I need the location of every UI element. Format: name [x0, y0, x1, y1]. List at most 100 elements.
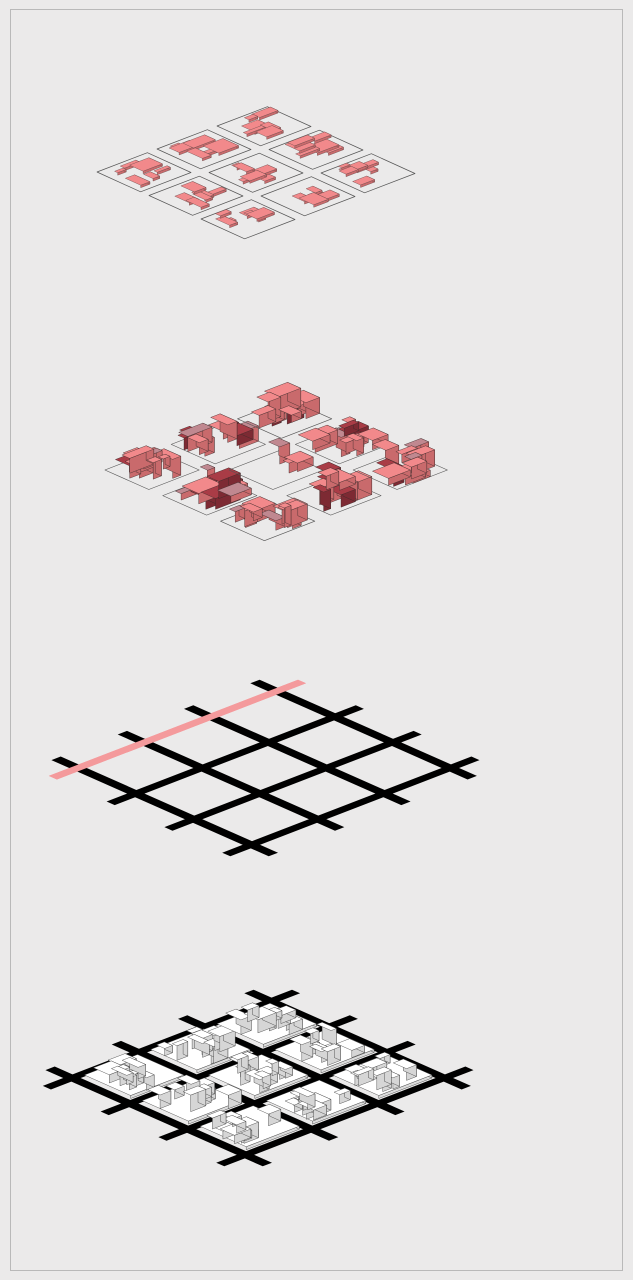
model-building-top [177, 1074, 201, 1085]
massing-building-top [251, 405, 276, 416]
footprint-block-1-2 [260, 176, 356, 217]
footprint-building-top [182, 134, 216, 149]
model-building-top [186, 1026, 203, 1034]
massing-block-0-1 [162, 464, 258, 516]
massing-building-top [240, 502, 263, 513]
model-building-top [172, 1039, 189, 1047]
grid-street-v-3 [250, 679, 477, 780]
grid-street-u-3 [222, 756, 480, 857]
city-model-layer [84, 1002, 433, 1150]
massing-block-2-2 [352, 438, 448, 490]
footprint-building-top [305, 185, 323, 194]
massing-building-top [278, 405, 302, 416]
footprint-building-top [338, 166, 359, 175]
footprint-block-2-2 [320, 153, 416, 194]
model-block-2-0 [216, 1002, 317, 1048]
massing-building-top [158, 454, 171, 460]
footprint-building-top [202, 138, 239, 154]
model-building-top [254, 1070, 271, 1078]
model-building-top [206, 1110, 227, 1119]
massing-layer [104, 382, 448, 542]
massing-building-top [395, 445, 418, 455]
footprint-block-outline [260, 176, 356, 217]
massing-building-top [317, 467, 339, 477]
model-building-top [165, 1082, 185, 1091]
massing-building-top [404, 452, 423, 460]
model-building-top [240, 1002, 260, 1011]
massing-building-top [372, 439, 399, 451]
model-building-top [182, 1085, 207, 1096]
massing-block-0-0 [104, 445, 200, 490]
footprint-building-top [232, 162, 255, 173]
model-block-2-1 [274, 1022, 375, 1074]
model-building-top [374, 1051, 391, 1059]
model-building-top [222, 1115, 247, 1126]
model-building-top [304, 1027, 320, 1035]
footprint-building-top [114, 167, 127, 173]
footprint-block-outline [148, 175, 244, 216]
footprint-block-2-1 [268, 129, 364, 170]
footprint-block-outline [320, 153, 416, 194]
footprint-block-0-2 [200, 199, 296, 240]
model-building-top [316, 1022, 337, 1031]
massing-block-2-0 [237, 382, 333, 439]
model-street-u-3 [216, 1066, 474, 1167]
massing-building-top [146, 456, 162, 463]
model-building-top [333, 1087, 351, 1095]
grid-street-u-2 [164, 730, 422, 831]
footprint-building-top [244, 114, 258, 121]
model-building-top [230, 1052, 249, 1061]
grid-street-u-1 [106, 705, 364, 806]
massing-block-1-0 [170, 413, 266, 465]
footprint-block-outline [216, 106, 312, 147]
footprint-building-top [245, 207, 275, 220]
massing-building-top [178, 422, 213, 437]
footprint-building-top [143, 171, 160, 179]
diagram-frame [10, 9, 623, 1271]
footprint-building-top [180, 181, 207, 193]
footprint-block-0-1 [148, 175, 244, 216]
massing-building-top [402, 456, 427, 468]
model-block-0-2 [199, 1104, 300, 1150]
massing-building-top [187, 433, 209, 443]
footprint-building-top [298, 192, 329, 206]
footprint-building-top [125, 174, 151, 186]
model-building-top [214, 1084, 242, 1096]
footprint-building-top [129, 157, 163, 172]
grid-street-v-0 [51, 756, 279, 857]
model-building-top [369, 1066, 392, 1076]
footprint-block-2-0 [216, 106, 312, 147]
model-block-0-0 [84, 1053, 184, 1099]
footprint-building-top [243, 125, 266, 135]
model-building-top [352, 1066, 374, 1076]
model-building-top [256, 1104, 281, 1115]
footprints-layer [96, 106, 416, 240]
street-grid-layer [48, 679, 480, 857]
massing-building-top [341, 416, 356, 423]
massing-building-top [121, 445, 155, 459]
massing-block-1-1 [228, 437, 324, 490]
massing-building-top [372, 462, 411, 479]
footprint-building-top [215, 209, 232, 217]
massing-building-top [217, 482, 252, 497]
model-building-top [320, 1043, 341, 1052]
footprint-building-top [255, 125, 284, 138]
footprint-building-top [153, 165, 171, 173]
model-building-top [147, 1085, 172, 1096]
model-building-top [111, 1065, 134, 1076]
model-block-0-1 [141, 1074, 242, 1125]
massing-building-top [312, 484, 331, 493]
model-building-top [156, 1041, 173, 1049]
footprint-building-top [287, 134, 315, 147]
massing-building-top [278, 502, 292, 509]
footprint-building-top [186, 147, 212, 159]
grid-street-v-1 [117, 730, 345, 831]
footprint-block-outline [208, 152, 304, 193]
footprint-building-top [352, 175, 375, 186]
model-building-top [336, 1038, 365, 1051]
massing-building-top [256, 391, 281, 403]
footprint-building-top [338, 162, 351, 169]
footprint-building-top [185, 196, 210, 208]
massing-building-top [210, 413, 238, 426]
